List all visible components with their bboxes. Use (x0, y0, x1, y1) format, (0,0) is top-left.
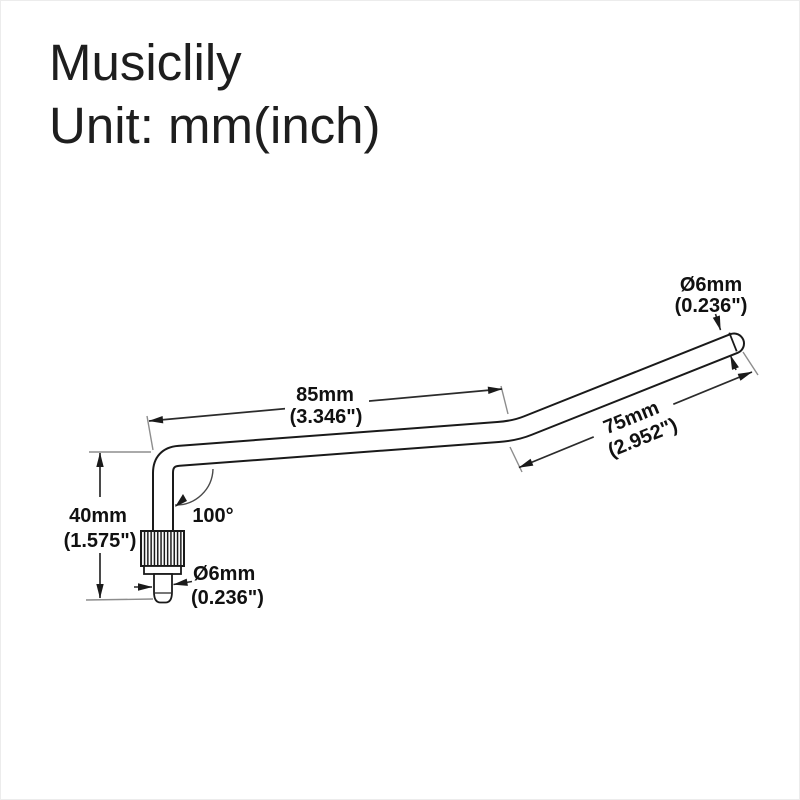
dim-thread-diameter: Ø6mm (0.236") (134, 563, 264, 609)
dim-75mm-mask (587, 388, 687, 469)
angle-value: 100° (192, 505, 233, 527)
dim-75mm-ext-left (509, 446, 523, 473)
thread-diameter-leader-right (173, 578, 193, 586)
dim-40mm-mask (59, 497, 139, 553)
brand-title: Musiclily (49, 34, 242, 91)
dim-tip-diameter: Ø6mm (0.236") (675, 274, 748, 371)
tip-diameter-inch: (0.236") (675, 295, 748, 317)
tip-diameter-leader-bottom (729, 355, 739, 371)
dim-85mm-ext-right (500, 385, 509, 415)
dim-85mm: 85mm (3.346") (146, 379, 509, 451)
dim-40mm-value: 40mm (69, 505, 127, 527)
thread-tip (153, 573, 173, 604)
dim-85mm-ext-left (146, 415, 154, 451)
dim-40mm-inch: (1.575") (64, 530, 137, 552)
dim-85mm-value: 85mm (296, 384, 354, 406)
dim-40mm: 40mm (1.575") (59, 451, 154, 601)
dim-85mm-inch: (3.346") (290, 406, 363, 428)
angle-100deg: 100° (174, 468, 234, 527)
thread-diameter-value: Ø6mm (193, 563, 255, 585)
title-block: Musiclily Unit: mm(inch) (49, 31, 381, 157)
tip-cap-edge (728, 332, 738, 352)
knurled-collar (140, 530, 185, 567)
dim-40mm-ext-bottom (85, 598, 154, 601)
tip-diameter-leader-top (712, 313, 722, 331)
angle-arc-arrowhead-icon (175, 494, 187, 507)
thread-diameter-inch: (0.236") (191, 587, 264, 609)
dim-85mm-mask (285, 379, 369, 427)
unit-label: Unit: mm(inch) (49, 97, 381, 154)
angle-arc (174, 468, 214, 506)
collar-ring (143, 565, 182, 575)
tip-diameter-value: Ø6mm (680, 274, 742, 296)
dim-75mm-ext-right (742, 351, 759, 376)
